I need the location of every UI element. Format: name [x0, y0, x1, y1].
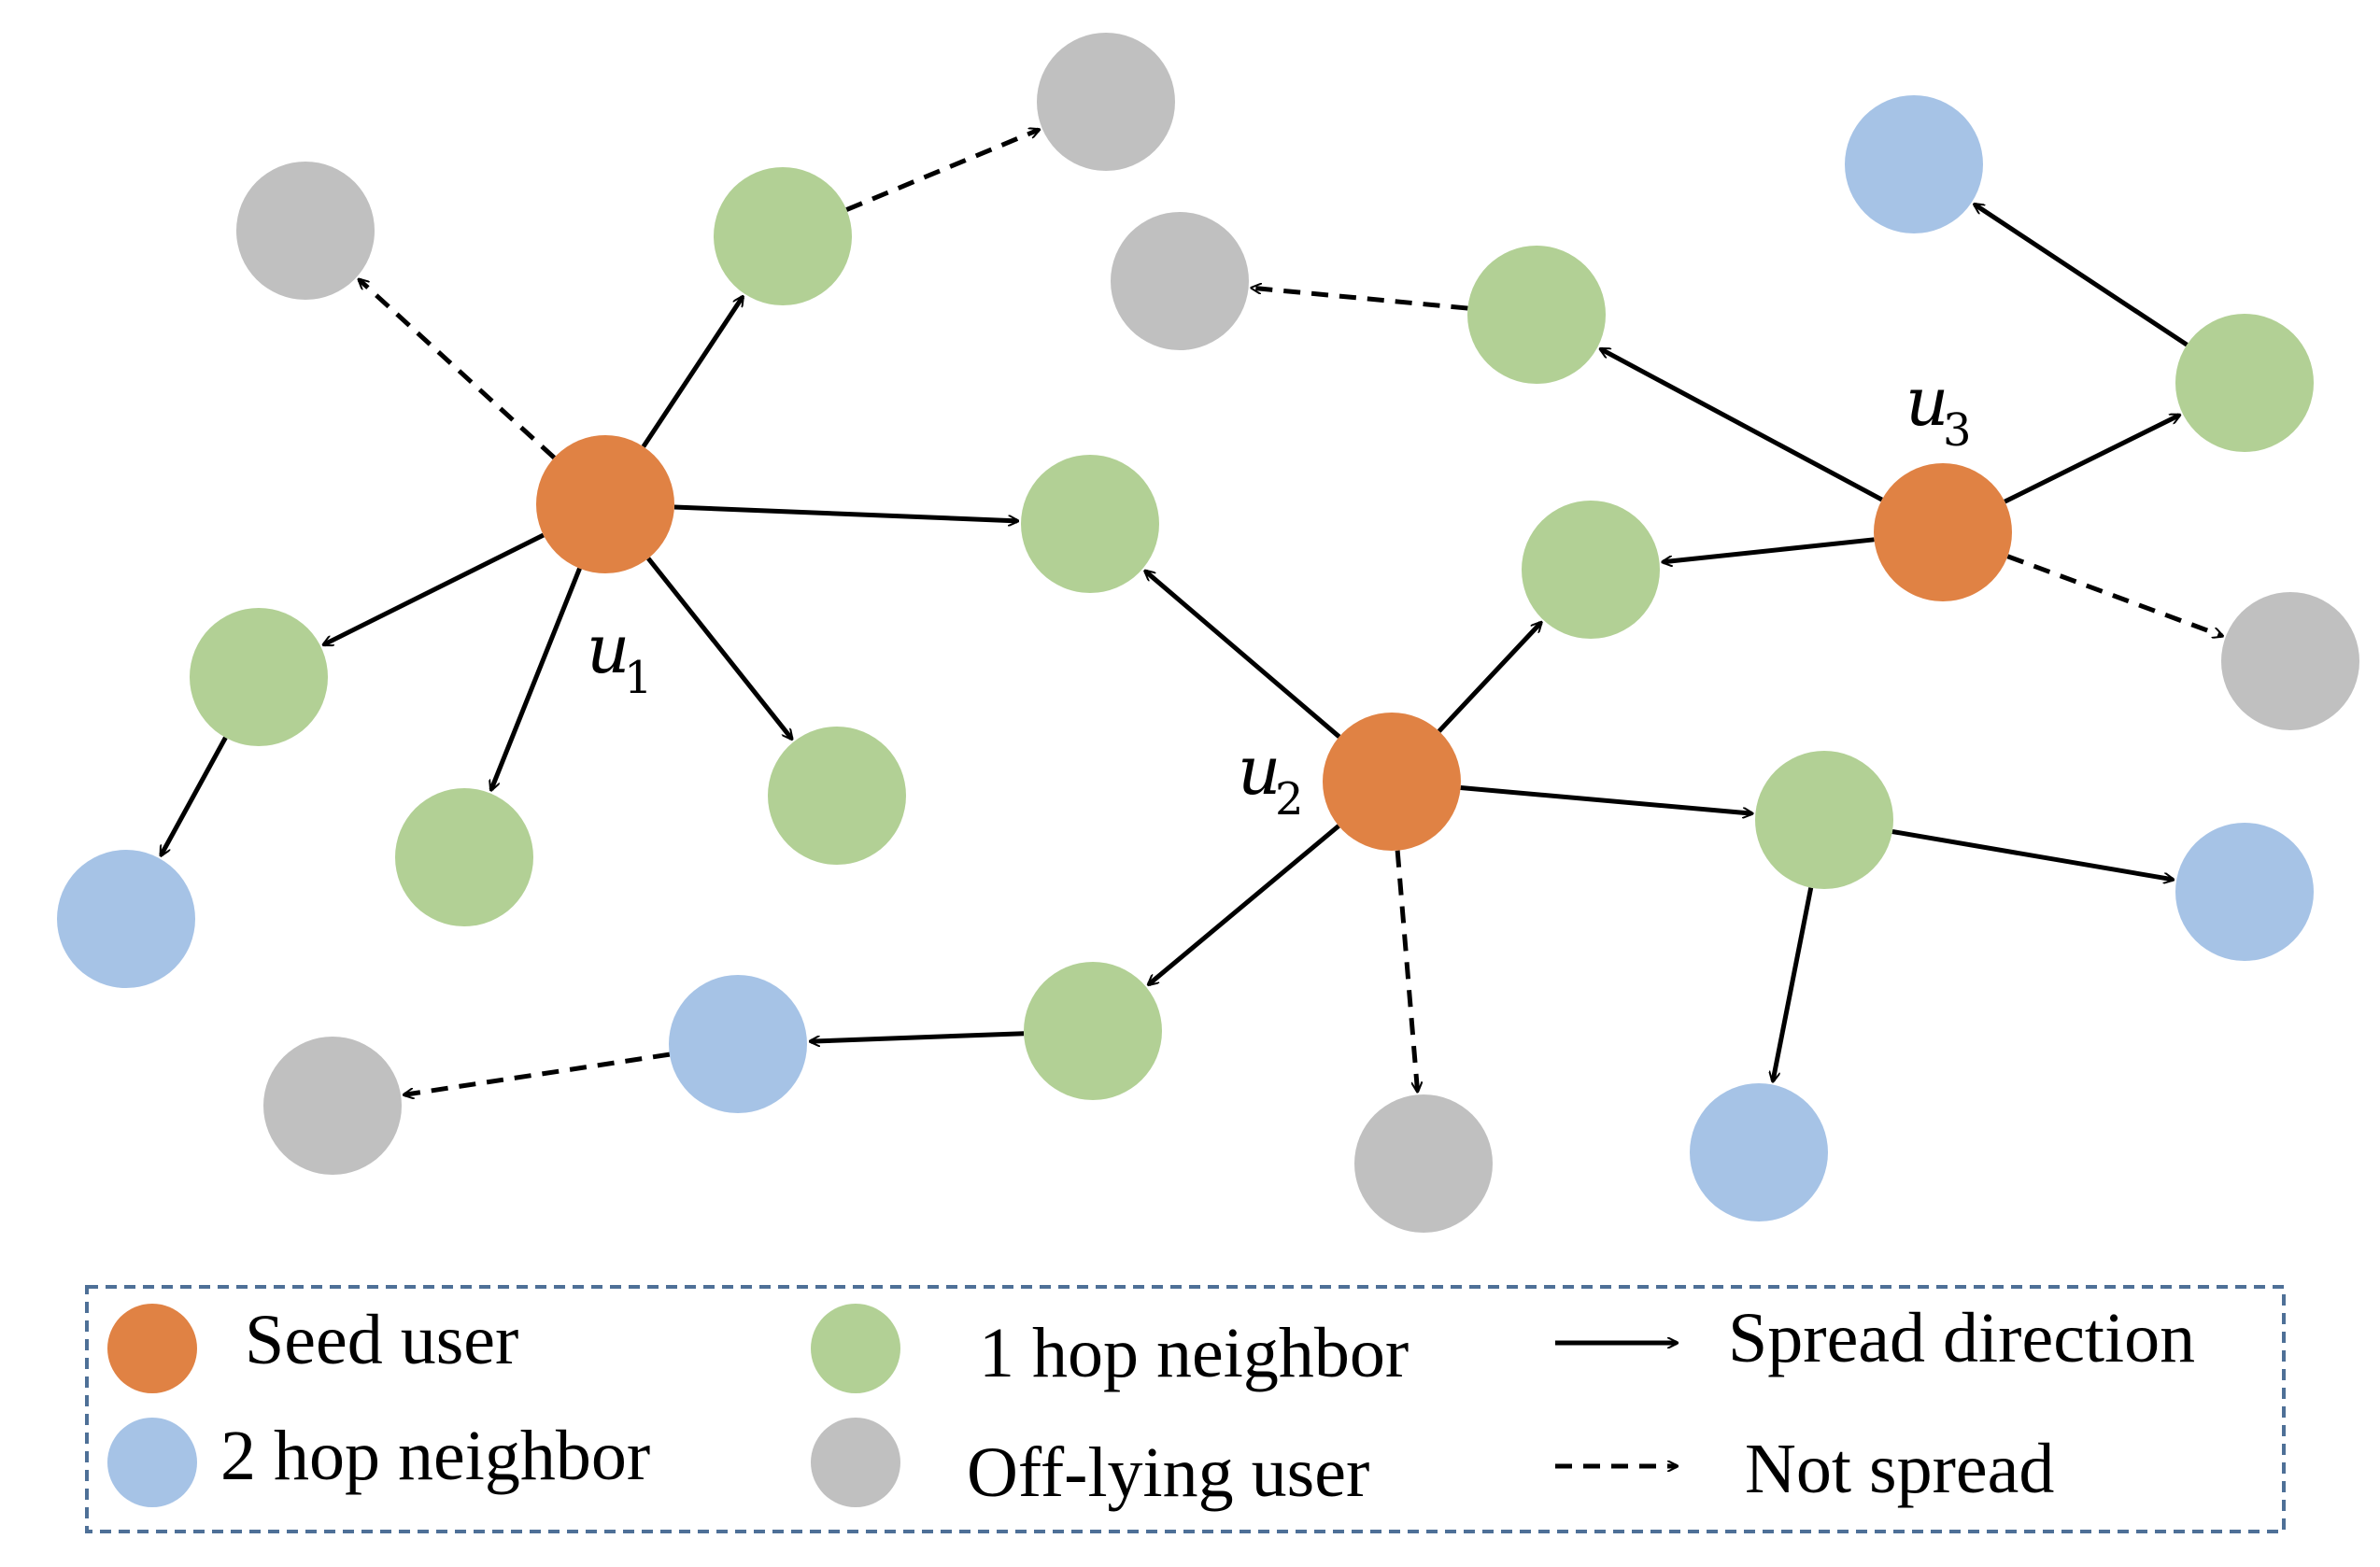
- spread-edge-g9-b4: [1891, 829, 2173, 879]
- hop1-neighbor-node-g5: [768, 727, 906, 865]
- svg-text:3: 3: [1943, 404, 1972, 457]
- edges-layer: [159, 130, 2221, 1094]
- spread-edge-u3-g6: [1601, 346, 1883, 502]
- not-spread-edge-u3-o4: [2006, 554, 2221, 636]
- seed-user-node-u2: [1323, 713, 1461, 851]
- off-lying-user-node-o4: [2221, 592, 2359, 730]
- hop1-neighbor-node-g7: [1522, 501, 1660, 639]
- svg-text:2: 2: [1275, 773, 1304, 826]
- off-lying-user-node-o2: [1037, 33, 1175, 171]
- not-spread-edge-u2-o6: [1395, 850, 1417, 1092]
- spread-edge-u1-g5: [646, 557, 791, 739]
- spread-edge-g3-b1: [159, 736, 228, 855]
- hop2-neighbor-node-b2: [669, 975, 807, 1113]
- spread-edge-u1-g2: [673, 504, 1017, 521]
- not-spread-edge-g1-o2: [845, 130, 1039, 212]
- label-u3: u 3: [1905, 362, 1972, 457]
- legend-off-swatch: [811, 1418, 900, 1507]
- svg-text:1: 1: [624, 652, 653, 704]
- not-spread-edge-u1-o1: [360, 280, 557, 459]
- seed-user-node-u1: [536, 435, 674, 573]
- spread-edge-u2-g7: [1437, 623, 1541, 733]
- spread-edge-u2-g10: [1149, 824, 1340, 984]
- legend-seed-swatch: [107, 1304, 197, 1393]
- nodes-layer: [57, 33, 2359, 1233]
- legend-border: [85, 1285, 2286, 1533]
- spread-edge-g10-b2: [811, 1031, 1025, 1041]
- spread-edge-g9-b5: [1773, 887, 1814, 1081]
- hop1-neighbor-node-g10: [1024, 962, 1162, 1100]
- spread-edge-u1-g1: [641, 297, 743, 448]
- spread-edge-g8-b3: [1975, 205, 2189, 347]
- hop1-neighbor-node-g6: [1467, 246, 1606, 384]
- spread-edge-u1-g4: [491, 567, 582, 790]
- hop2-neighbor-node-b3: [1845, 95, 1983, 233]
- not-spread-edge-b2-o5: [404, 1052, 671, 1094]
- hop1-neighbor-node-g8: [2175, 314, 2314, 452]
- hop2-neighbor-node-b5: [1690, 1083, 1828, 1221]
- label-u1: u 1: [587, 610, 653, 704]
- legend-hop1-label: 1 hop neighbor: [979, 1314, 1409, 1392]
- legend-seed-label: Seed user: [245, 1301, 518, 1379]
- legend-spread-label: Spread direction: [1728, 1299, 2195, 1377]
- spread-edge-u3-g7: [1664, 537, 1875, 562]
- hop1-neighbor-node-g9: [1755, 751, 1893, 889]
- off-lying-user-node-o6: [1354, 1094, 1493, 1233]
- legend-hop2-label: 2 hop neighbor: [220, 1417, 650, 1495]
- svg-text:u: u: [1238, 731, 1281, 810]
- legend-off-label: Off-lying user: [967, 1433, 1369, 1512]
- hop2-neighbor-node-b4: [2175, 823, 2314, 961]
- legend-hop2-swatch: [107, 1418, 197, 1507]
- hop1-neighbor-node-g1: [714, 167, 852, 305]
- seed-user-node-u3: [1874, 463, 2012, 601]
- hop1-neighbor-node-g4: [395, 788, 533, 926]
- svg-text:u: u: [1905, 362, 1948, 441]
- not-spread-edge-g6-o3: [1253, 288, 1468, 311]
- legend-hop1-swatch: [811, 1304, 900, 1393]
- hop2-neighbor-node-b1: [57, 850, 195, 988]
- off-lying-user-node-o3: [1111, 212, 1249, 350]
- label-u2: u 2: [1238, 731, 1304, 826]
- off-lying-user-node-o5: [263, 1037, 402, 1175]
- spread-edge-u3-g8: [2004, 413, 2179, 504]
- legend-not-spread-label: Not spread: [1745, 1430, 2054, 1508]
- off-lying-user-node-o1: [236, 162, 375, 300]
- legend: Seed user 1 hop neighbor Spread directio…: [85, 1285, 2286, 1533]
- spread-edge-u1-g3: [324, 532, 545, 647]
- spread-edge-u2-g2: [1145, 572, 1341, 739]
- hop1-neighbor-node-g3: [190, 608, 328, 746]
- svg-text:u: u: [587, 610, 630, 688]
- hop1-neighbor-node-g2: [1021, 455, 1159, 593]
- spread-edge-u2-g9: [1460, 785, 1752, 814]
